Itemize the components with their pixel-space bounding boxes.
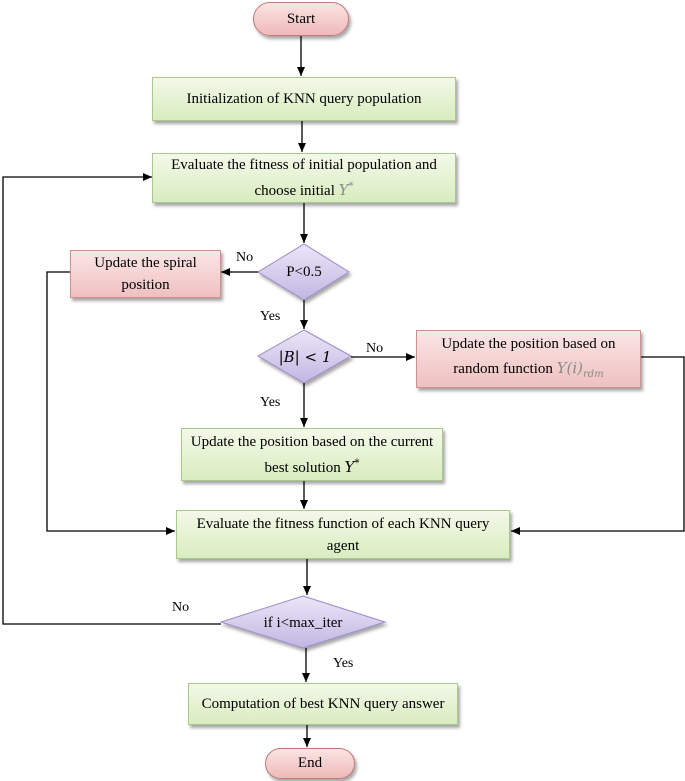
decision-iter: if i<max_iter [236, 609, 370, 637]
evaluate-initial-process: Evaluate the fitness of initial populati… [152, 153, 456, 203]
update-random-process: Update the position based on random func… [416, 330, 641, 388]
decision-b-label: |B| < 1 [278, 348, 332, 366]
update-best-symbol: Y* [344, 457, 360, 476]
update-spiral-label: Update the spiral position [94, 255, 197, 293]
update-best-text: Update the position based on the current… [190, 431, 434, 479]
update-random-label: Update the position based on random func… [441, 335, 616, 377]
compute-best-label: Computation of best KNN query answer [201, 696, 445, 712]
start-label: Start [286, 10, 316, 27]
evaluate-initial-label: Evaluate the fitness of initial populati… [171, 157, 437, 199]
evaluate-initial-symbol: Y* [338, 181, 354, 199]
decision-p-label: P<0.5 [286, 263, 322, 280]
end-terminal: End [265, 748, 355, 779]
update-best-process: Update the position based on the current… [181, 428, 443, 481]
init-process: Initialization of KNN query population [152, 77, 456, 121]
update-spiral-process: Update the spiral position [70, 250, 221, 298]
update-best-label: Update the position based on the current… [190, 433, 434, 476]
edge-label-b-yes: Yes [260, 395, 281, 410]
edge-label-iter-no: No [172, 600, 190, 615]
end-label: End [297, 755, 323, 771]
start-terminal: Start [253, 2, 349, 36]
edge-iter-loop [2, 173, 221, 625]
edge-label-p-yes: Yes [260, 309, 281, 324]
decision-iter-shape [219, 595, 387, 649]
edge-label-b-no: No [366, 341, 384, 356]
decision-p: P<0.5 [258, 258, 350, 286]
update-random-text: Update the position based on random func… [425, 332, 632, 387]
evaluate-initial-text: Evaluate the fitness of initial populati… [161, 154, 447, 202]
edge-label-p-no: No [236, 250, 254, 265]
decision-iter-label: if i<max_iter [263, 614, 343, 631]
init-label: Initialization of KNN query population [186, 91, 422, 107]
update-random-symbol: Y(i)rdm [556, 358, 604, 380]
evaluate-agent-label: Evaluate the fitness function of each KN… [196, 515, 490, 554]
compute-best-process: Computation of best KNN query answer [188, 683, 458, 725]
edge-label-iter-yes: Yes [333, 656, 354, 671]
decision-b: |B| < 1 [262, 343, 348, 371]
edge-spiral-agent [46, 271, 175, 535]
edge-random-agent [511, 356, 685, 535]
evaluate-agent-process: Evaluate the fitness function of each KN… [176, 510, 510, 559]
